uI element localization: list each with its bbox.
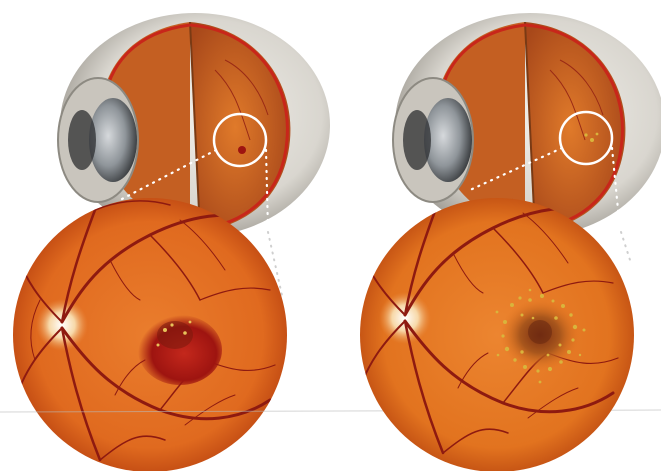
left-macular-hemorrhage [138,315,222,385]
left-optic-disc [36,299,88,351]
right-fundus-view [358,194,634,471]
left-eyeball-cross-section [58,13,330,237]
right-optic-disc [379,292,431,344]
right-dotted-connector-outer [621,232,630,260]
right-panel [358,13,661,471]
